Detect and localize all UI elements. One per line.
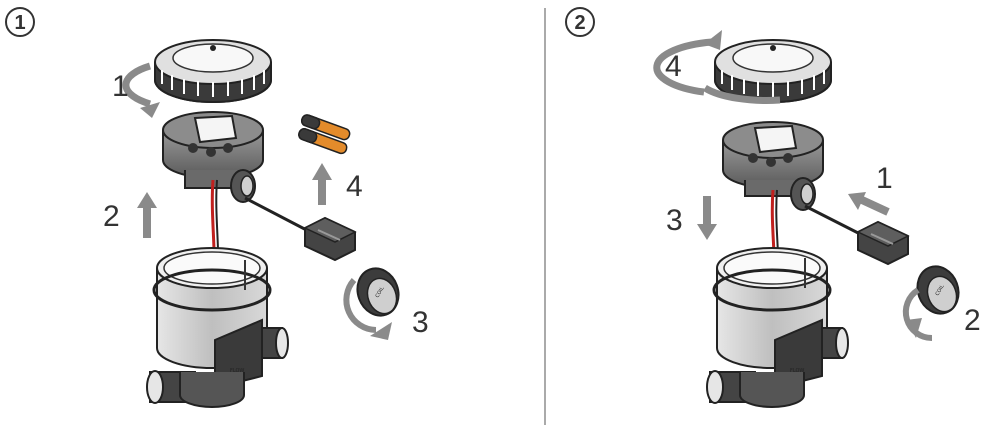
panel-1: 1 1 [5, 7, 429, 408]
badge-number: 1 [14, 12, 25, 34]
step-label-1: 1 [876, 162, 893, 195]
rotate-arrow [122, 62, 152, 108]
step-label-3: 3 [666, 204, 683, 237]
ring-cap [154, 39, 272, 103]
badge-number: 2 [574, 12, 585, 34]
battery-holder [303, 216, 357, 262]
insert-arrowhead [848, 192, 866, 210]
rotate-arrowhead [140, 102, 160, 118]
insert-arrowhead [312, 163, 332, 180]
rotate-arrowhead-2 [906, 318, 922, 338]
step-label-2: 2 [964, 304, 981, 337]
valve-body: FLOW [706, 247, 849, 408]
battery-holder [856, 220, 910, 266]
flow-text: FLOW [790, 368, 804, 374]
rotate-arrowhead-3 [370, 322, 392, 340]
rotate-arrow-2 [902, 287, 933, 342]
coil-cap-text: COIL [375, 286, 386, 299]
ring-cap [714, 39, 832, 103]
panel-2: 2 4 [565, 7, 981, 408]
batteries [298, 114, 351, 155]
step-label-3: 3 [412, 306, 429, 339]
step-label-2: 2 [103, 200, 120, 233]
step-label-4: 4 [346, 170, 363, 203]
valve-body: FLOW [146, 247, 289, 408]
coil-cap: COIL [356, 267, 400, 317]
coil-cap-text: COIL [935, 284, 946, 297]
step-badge: 1 [5, 7, 35, 37]
step-badge: 2 [565, 7, 595, 37]
rotate-arrow [703, 84, 781, 104]
coil-cap: COIL [916, 265, 960, 315]
control-head [162, 111, 264, 203]
down-arrowhead [697, 224, 717, 240]
flow-text: FLOW [230, 368, 244, 374]
step-label-4: 4 [665, 50, 682, 83]
rotate-arrow-3 [343, 278, 377, 333]
step-label-1: 1 [112, 70, 129, 103]
insert-arrow [860, 196, 890, 216]
rotate-arrow-upper [653, 38, 713, 96]
up-arrowhead [137, 192, 157, 208]
rotate-arrowhead [704, 30, 722, 50]
